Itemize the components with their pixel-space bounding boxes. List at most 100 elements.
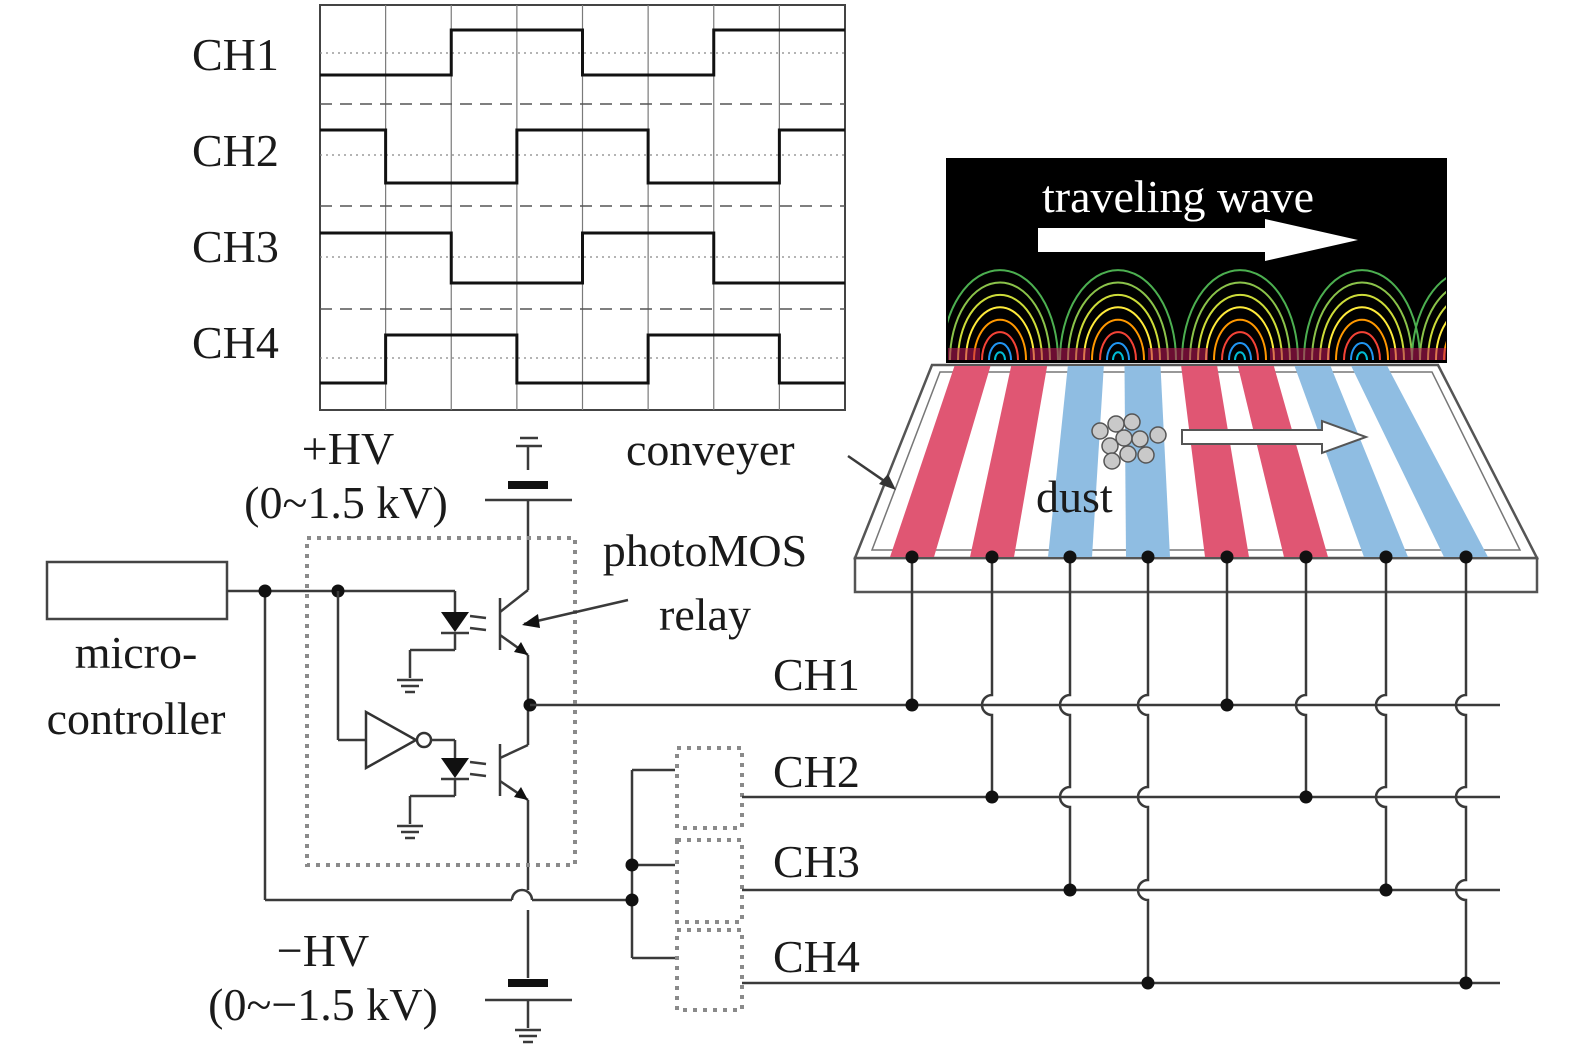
field-line xyxy=(965,306,1035,361)
scope-trace-ch4 xyxy=(320,333,845,385)
electrode-terminal xyxy=(1141,550,1155,564)
electrode-feed-line xyxy=(1374,558,1388,890)
electrode-strips xyxy=(890,366,1488,557)
electrode-feed-line xyxy=(1058,558,1072,890)
conveyer-board xyxy=(853,363,1540,594)
field-line xyxy=(1452,332,1488,360)
field-line xyxy=(1221,331,1259,361)
driver-circuit xyxy=(45,436,760,1044)
electrode-strip xyxy=(1181,366,1249,557)
bus-ch3-label: CH3 xyxy=(773,836,860,887)
field-line xyxy=(1189,281,1291,361)
electrode-strip xyxy=(1351,366,1488,557)
electrode-feed-line xyxy=(1454,558,1468,983)
photomos-label-line1: photoMOS xyxy=(603,525,807,576)
scope-ch2-label: CH2 xyxy=(192,125,279,176)
electrode-feed-line xyxy=(980,558,994,797)
bus-ch1-label: CH1 xyxy=(773,649,860,700)
plus-hv-label: +HV xyxy=(302,423,394,474)
field-line xyxy=(1106,341,1130,361)
field-line xyxy=(948,269,1059,361)
field-line xyxy=(1343,331,1381,361)
electrode-strip xyxy=(1237,366,1328,557)
upper-led-icon xyxy=(441,612,469,632)
conveyer-label: conveyer xyxy=(626,424,795,475)
ch4-driver-box xyxy=(675,928,744,1012)
field-line xyxy=(1311,281,1413,361)
dust-motion-arrow xyxy=(1181,419,1369,455)
field-concentration xyxy=(948,348,980,360)
field-line xyxy=(1350,341,1374,361)
field-line xyxy=(1181,269,1299,361)
field-line xyxy=(1213,318,1267,361)
electrode-strip xyxy=(970,366,1048,557)
scope-ch3-label: CH3 xyxy=(192,221,279,272)
field-line xyxy=(973,318,1027,361)
bus-junction xyxy=(905,698,919,712)
electrode-feed-line xyxy=(1294,558,1308,797)
electrode-feed-line xyxy=(1136,558,1150,983)
field-line xyxy=(1067,281,1169,361)
bus-ch4-label: CH4 xyxy=(773,931,860,982)
field-line xyxy=(1443,341,1446,361)
bus-junction xyxy=(1379,883,1393,897)
minus-hv-source xyxy=(508,979,548,987)
field-line xyxy=(1205,306,1275,361)
field-line xyxy=(1427,305,1446,361)
field-line xyxy=(1319,293,1405,361)
field-line xyxy=(1075,293,1161,361)
minus-hv-label: −HV xyxy=(277,925,369,976)
lower-led-icon xyxy=(441,758,469,778)
field-line xyxy=(1083,306,1153,361)
field-line xyxy=(949,281,1051,361)
electrode-terminal xyxy=(985,550,999,564)
channel-bus xyxy=(760,550,1500,990)
bus-junction xyxy=(1459,976,1473,990)
field-concentration xyxy=(1030,348,1090,360)
traveling-wave-panel: traveling wave xyxy=(946,158,1488,363)
dust-label: dust xyxy=(1036,471,1113,522)
field-panel-background xyxy=(946,158,1447,363)
field-line xyxy=(1228,341,1252,361)
photomos-relay-enclosure xyxy=(305,536,577,867)
field-line xyxy=(988,341,1012,361)
field-line xyxy=(1112,351,1124,361)
field-line xyxy=(1059,269,1177,361)
ch2-driver-box xyxy=(675,746,744,830)
field-line xyxy=(1099,331,1137,361)
traveling-wave-arrow xyxy=(1038,219,1358,261)
field-line xyxy=(1091,318,1145,361)
bus-ch2-label: CH2 xyxy=(773,746,860,797)
scope-ch1-label: CH1 xyxy=(192,29,279,80)
field-line xyxy=(1356,351,1368,361)
electrode-terminal xyxy=(1220,550,1234,564)
bus-junction xyxy=(1220,698,1234,712)
inverter-icon xyxy=(364,709,419,771)
dust-particles xyxy=(1091,413,1167,470)
field-concentration xyxy=(1270,348,1330,360)
electrode-strip xyxy=(1048,366,1104,557)
scope-trace-ch3 xyxy=(320,231,845,285)
bus-junction xyxy=(1063,883,1077,897)
electrode-terminal xyxy=(1459,550,1473,564)
plus-hv-source xyxy=(508,481,548,489)
microcontroller-box xyxy=(45,560,229,621)
plus-hv-range-label: (0~1.5 kV) xyxy=(244,477,448,528)
microcontroller-label-line2: controller xyxy=(47,693,226,744)
field-line xyxy=(1234,351,1246,361)
field-line xyxy=(1435,320,1446,361)
minus-hv-range-label: (0~−1.5 kV) xyxy=(208,979,438,1030)
field-line xyxy=(1197,293,1283,361)
scope-traces xyxy=(320,28,845,385)
photomos-label-line2: relay xyxy=(659,589,751,640)
bus-junction xyxy=(1141,976,1155,990)
scope-ch4-label: CH4 xyxy=(192,317,279,368)
electrode-strip xyxy=(890,366,991,557)
electric-field-lines xyxy=(948,269,1488,361)
electrode-terminal xyxy=(1299,550,1313,564)
field-line xyxy=(981,331,1019,361)
electrode-terminal xyxy=(1379,550,1393,564)
electrode-terminal xyxy=(905,550,919,564)
field-line xyxy=(1465,352,1475,360)
conveyer-pointer-head xyxy=(879,474,896,490)
